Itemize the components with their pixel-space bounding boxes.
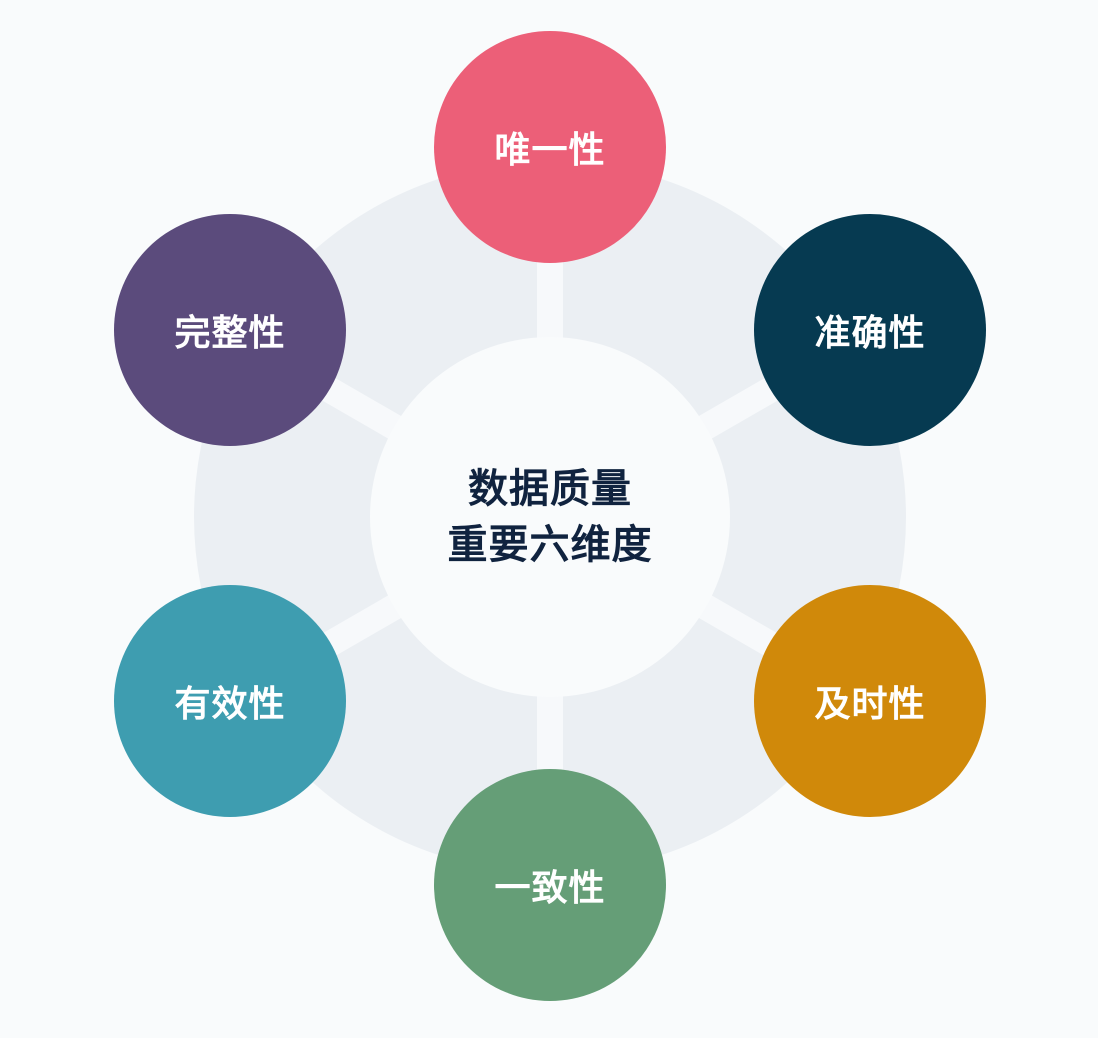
dimension-node-accuracy[interactable]: 准确性: [754, 214, 986, 446]
dimension-node-consistency[interactable]: 一致性: [434, 769, 666, 1001]
center-hub: 数据质量 重要六维度: [370, 337, 730, 697]
dimension-label: 完整性: [174, 313, 286, 354]
dimension-label: 有效性: [174, 684, 286, 725]
dimension-label: 准确性: [814, 313, 926, 354]
dimension-node-timeliness[interactable]: 及时性: [754, 585, 986, 817]
hub-title-line2: 重要六维度: [447, 522, 653, 568]
dimension-label: 及时性: [814, 684, 926, 725]
dimension-label: 唯一性: [494, 130, 606, 171]
hub-title-line1: 数据质量: [468, 466, 632, 512]
dimension-node-uniqueness[interactable]: 唯一性: [434, 31, 666, 263]
dimension-node-validity[interactable]: 有效性: [114, 585, 346, 817]
dimension-node-completeness[interactable]: 完整性: [114, 214, 346, 446]
dimension-label: 一致性: [494, 868, 606, 909]
